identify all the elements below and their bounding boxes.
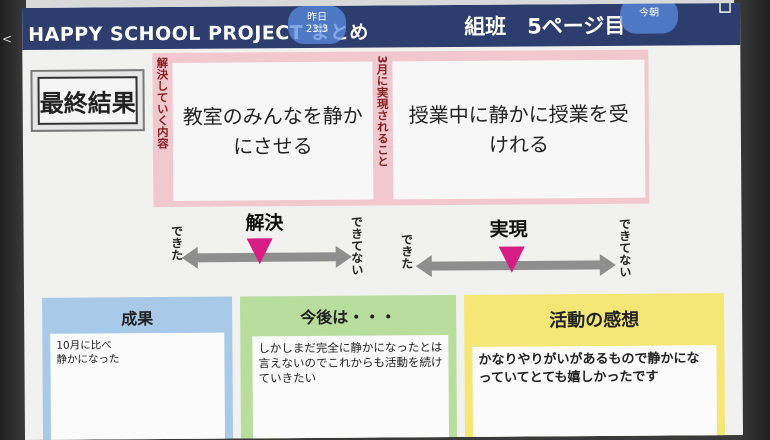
scale-realize-arrow (415, 253, 616, 278)
scale-realize-marker (499, 246, 526, 273)
future-body[interactable]: しかしまだ完全に静かになったとは言えないのでこれからも活動を続けていきたい (252, 335, 450, 440)
outcome-card: 成果 10月に比べ 静かになった (42, 296, 234, 440)
future-card: 今後は・・・ しかしまだ完全に静かになったとは言えないのでこれからも活動を続けて… (240, 294, 458, 440)
slide-screen: HAPPY SCHOOL PROJECT まとめ 組班 5ページ目 昨日 23:… (22, 2, 743, 440)
scale-resolve-marker (246, 238, 273, 265)
scale-realize-left-label: できた (399, 233, 414, 270)
trash-icon[interactable] (718, 2, 732, 13)
impressions-title: 活動の感想 (549, 309, 640, 332)
status-overlay-text: 今朝 (639, 7, 660, 19)
resolve-vertical-label: 解決していく内容 (155, 56, 170, 150)
impressions-body[interactable]: かなりやりがいがあるもので静かになっていてとても嬉しかったです (472, 345, 718, 440)
page-title: 組班 5ページ目 (464, 13, 626, 39)
status-overlay[interactable]: 今朝 (619, 2, 679, 34)
future-title: 今後は・・・ (300, 307, 397, 328)
scale-realize-title: 実現 (489, 218, 528, 241)
scale-resolve-arrow (181, 245, 352, 269)
scale-resolve-right-label: できてない (349, 215, 364, 276)
realize-panel: 授業中に静かに授業を受けれる (392, 59, 646, 200)
scale-realize-right-label: できてない (617, 217, 632, 278)
resolve-panel: 教室のみんなを静かにさせる (172, 61, 374, 201)
final-result-label: 最終結果 (37, 76, 138, 125)
outcome-title: 成果 (121, 309, 154, 329)
date-overlay-text: 昨日 23:3 (305, 11, 329, 36)
chevron-left-icon: < (2, 32, 13, 46)
outcome-body[interactable]: 10月に比べ 静かになった (50, 332, 226, 440)
final-result-box: 最終結果 (30, 69, 145, 132)
date-overlay[interactable]: 昨日 23:3 (287, 5, 347, 45)
scale-resolve-title: 解決 (245, 212, 284, 235)
realize-vertical-label: 3月に実現されること (375, 55, 391, 168)
monitor-bezel-left (0, 0, 26, 440)
impressions-card: 活動の感想 かなりやりがいがあるもので静かになっていてとても嬉しかったです (464, 293, 726, 440)
